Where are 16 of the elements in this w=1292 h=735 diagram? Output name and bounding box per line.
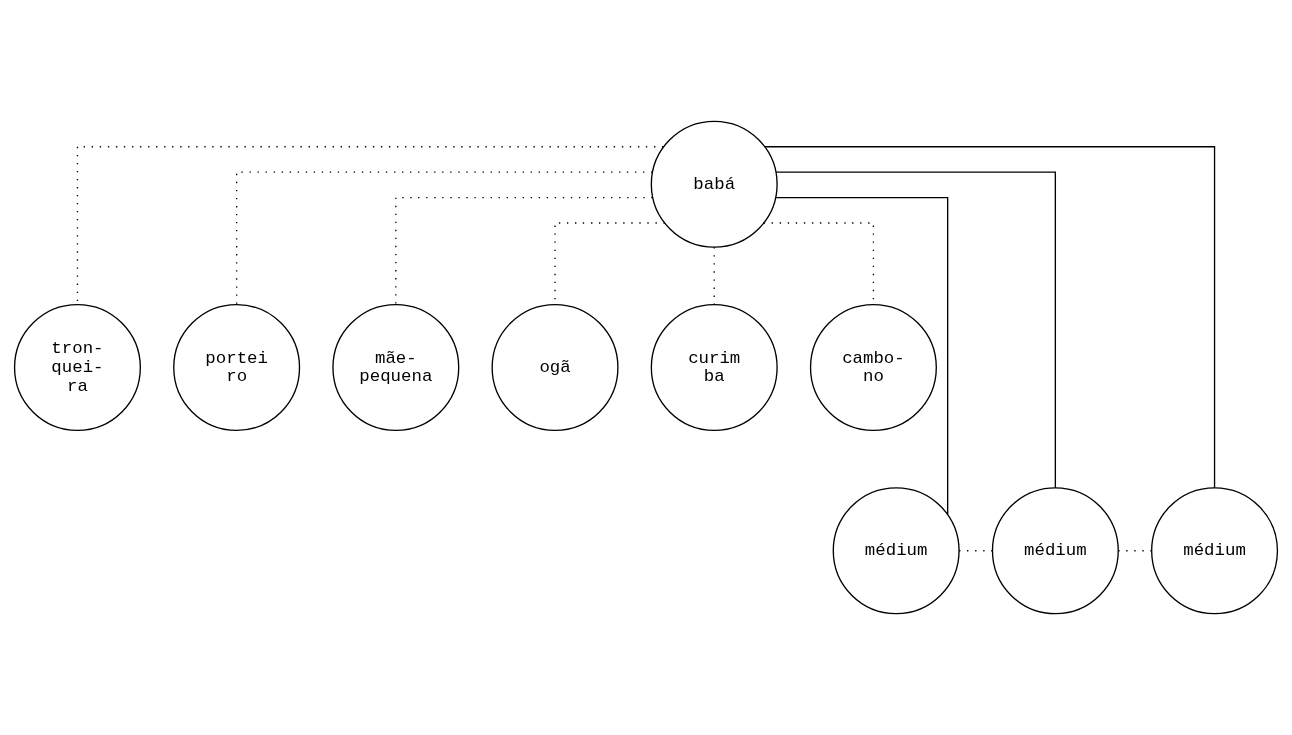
node-circle: curim ba <box>650 303 778 432</box>
node-circle: portei ro <box>173 303 301 432</box>
node-circle: babá <box>650 120 778 248</box>
node-circle: cambo- no <box>809 303 937 432</box>
node-circle: ogã <box>491 303 619 432</box>
connector <box>395 196 654 305</box>
node-circle: médium <box>832 487 960 615</box>
node-circle: médium <box>1151 487 1279 615</box>
connector <box>775 171 1057 489</box>
connector <box>775 196 949 515</box>
connector <box>235 171 653 305</box>
node-circle: médium <box>991 487 1119 615</box>
node-circle: tron- quei- ra <box>13 303 141 432</box>
connector <box>76 146 664 305</box>
node-circle: mãe- pequena <box>332 303 460 432</box>
connector <box>764 146 1216 489</box>
